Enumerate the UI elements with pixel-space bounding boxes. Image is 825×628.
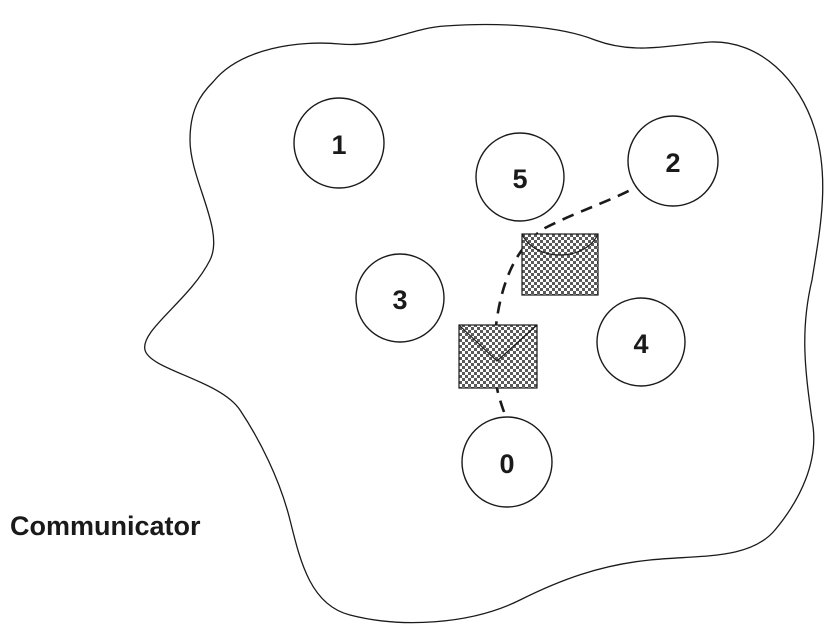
envelope-icon — [458, 324, 538, 389]
node-5: 5 — [475, 132, 565, 222]
node-label: 0 — [499, 449, 514, 479]
node-3: 3 — [355, 253, 445, 343]
communicator-region — [144, 23, 824, 624]
message-path — [492, 181, 644, 413]
node-1: 1 — [293, 97, 385, 189]
node-label: 4 — [633, 329, 648, 359]
node-label: 3 — [392, 285, 407, 315]
node-label: 1 — [331, 130, 346, 160]
envelope-icon — [521, 233, 599, 296]
node-4: 4 — [596, 297, 686, 387]
region-label: Communicator — [10, 511, 201, 541]
node-2: 2 — [627, 115, 719, 207]
node-label: 2 — [665, 148, 680, 178]
node-0: 0 — [461, 416, 553, 508]
node-label: 5 — [512, 164, 527, 194]
